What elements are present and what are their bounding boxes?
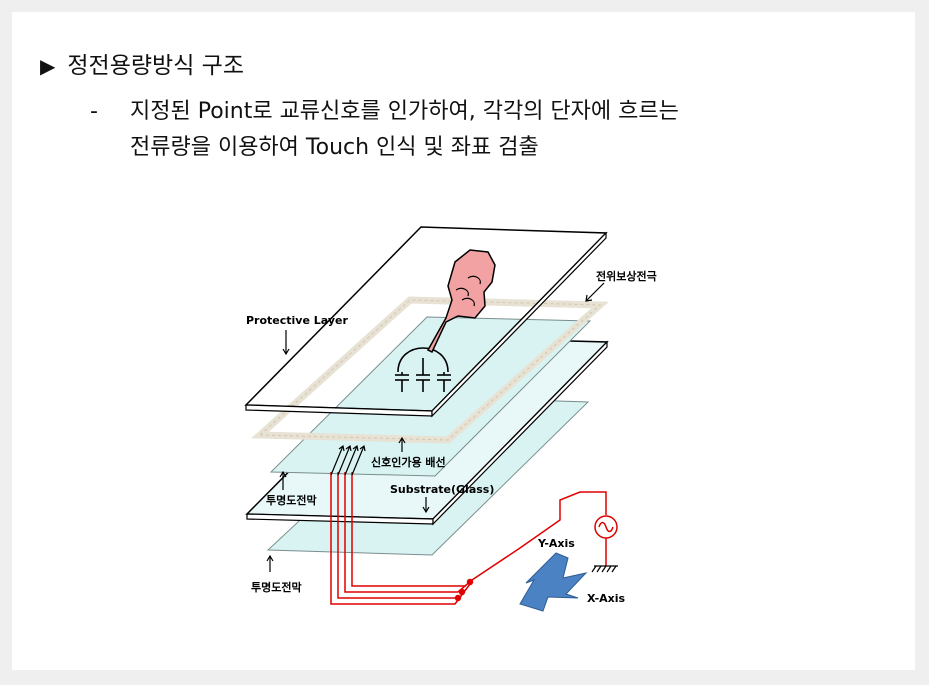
wiring-junctions [454, 578, 474, 602]
ground-icon [591, 565, 618, 573]
label-y-axis: Y-Axis [537, 537, 575, 550]
heading: ▶ 정전용량방식 구조 [40, 46, 244, 80]
finger-hand-icon [426, 249, 496, 354]
label-protective-layer: Protective Layer [246, 314, 348, 327]
wiring-arrows [330, 444, 366, 476]
slide: ▶ 정전용량방식 구조 - 지정된 Point로 교류신호를 인가하여, 각각의 … [12, 12, 915, 670]
label-top-conductive-film: 투명도전막 [266, 493, 317, 507]
label-compensation-electrode: 전위보상전극 [596, 269, 657, 283]
substrate-side [432, 340, 608, 526]
label-bottom-conductive-film: 투명도전막 [251, 580, 302, 594]
triangle-bullet-icon: ▶ [40, 54, 56, 78]
ac-source-icon [594, 515, 618, 566]
compensation-electrode-border-inner [258, 299, 602, 441]
protective-layer-side [431, 231, 607, 418]
capacitor-symbols [395, 358, 451, 392]
label-x-axis: X-Axis [587, 592, 626, 605]
bullet-dash: - [90, 99, 98, 124]
field-arc [397, 347, 449, 373]
xy-axis-arrow-icon [519, 552, 588, 612]
heading-title: 정전용량방식 구조 [67, 53, 244, 79]
bullet-line-1: 지정된 Point로 교류신호를 인가하여, 각각의 단자에 흐르는 [130, 99, 679, 124]
bullet-line-2: 전류량을 이용하여 Touch 인식 및 좌표 검출 [130, 135, 539, 160]
label-substrate: Substrate(Glass) [390, 483, 494, 496]
bullet-text: 지정된 Point로 교류신호를 인가하여, 각각의 단자에 흐르는 전류량을 … [130, 94, 870, 166]
label-signal-wiring: 신호인가용 배선 [371, 455, 446, 469]
label-pointer-arrows [266, 282, 605, 572]
